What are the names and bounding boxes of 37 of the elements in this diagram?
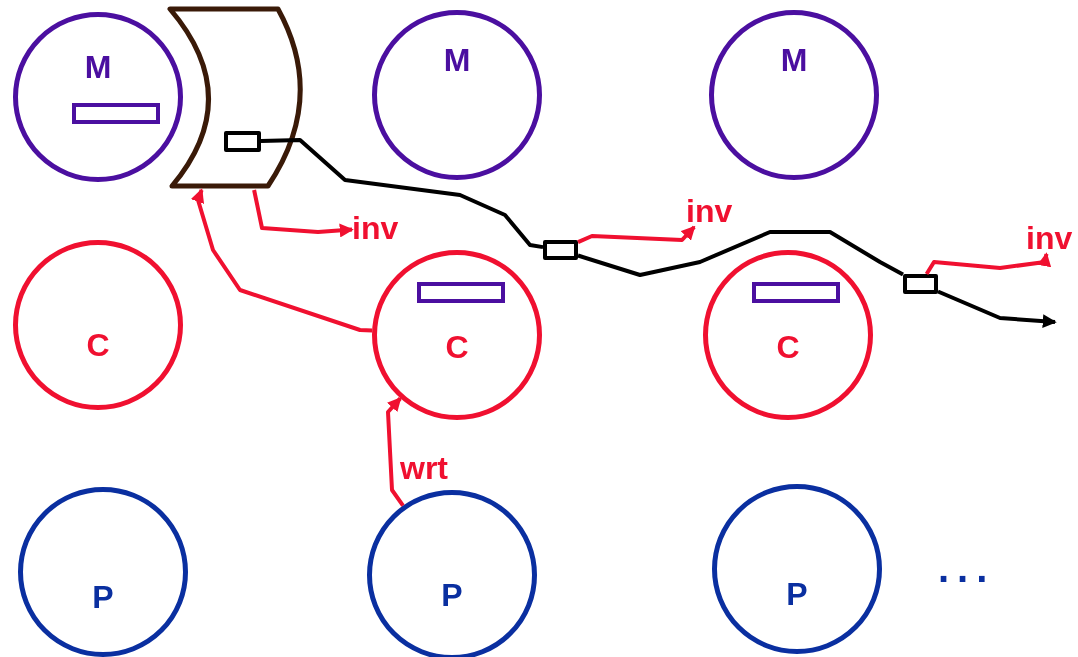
arrow bbox=[924, 252, 1052, 276]
circle-node bbox=[372, 250, 542, 420]
curved-band-shape bbox=[166, 6, 304, 190]
text-label: inv bbox=[686, 195, 733, 227]
arrow bbox=[386, 396, 405, 507]
circle-node bbox=[709, 10, 879, 180]
bar-shape bbox=[752, 282, 840, 303]
circle-node bbox=[367, 490, 537, 657]
small-box bbox=[903, 274, 938, 294]
node-label: P bbox=[441, 579, 463, 611]
connector-line bbox=[260, 138, 544, 250]
node-label: C bbox=[445, 331, 469, 363]
arrow bbox=[252, 189, 354, 238]
ellipsis-text: ... bbox=[938, 548, 996, 588]
node-label: P bbox=[92, 581, 114, 613]
connector-line bbox=[577, 230, 904, 277]
arrow bbox=[190, 188, 373, 333]
node-label: M bbox=[443, 44, 471, 76]
circle-node bbox=[372, 10, 542, 180]
circle-node bbox=[13, 12, 183, 182]
node-label: M bbox=[780, 44, 808, 76]
node-label: C bbox=[86, 329, 110, 361]
node-label: M bbox=[84, 51, 112, 83]
arrow bbox=[577, 225, 696, 245]
text-label: inv bbox=[1026, 222, 1073, 254]
bar-shape bbox=[72, 103, 160, 124]
circle-node bbox=[18, 487, 188, 657]
small-box bbox=[543, 240, 578, 260]
text-label: inv bbox=[352, 212, 399, 244]
circle-node bbox=[703, 250, 873, 420]
node-label: P bbox=[786, 578, 808, 610]
circle-node bbox=[13, 240, 183, 410]
small-box bbox=[224, 131, 261, 152]
circle-node bbox=[712, 484, 882, 654]
bar-shape bbox=[417, 282, 505, 303]
arrow bbox=[937, 289, 1057, 329]
node-label: C bbox=[776, 331, 800, 363]
